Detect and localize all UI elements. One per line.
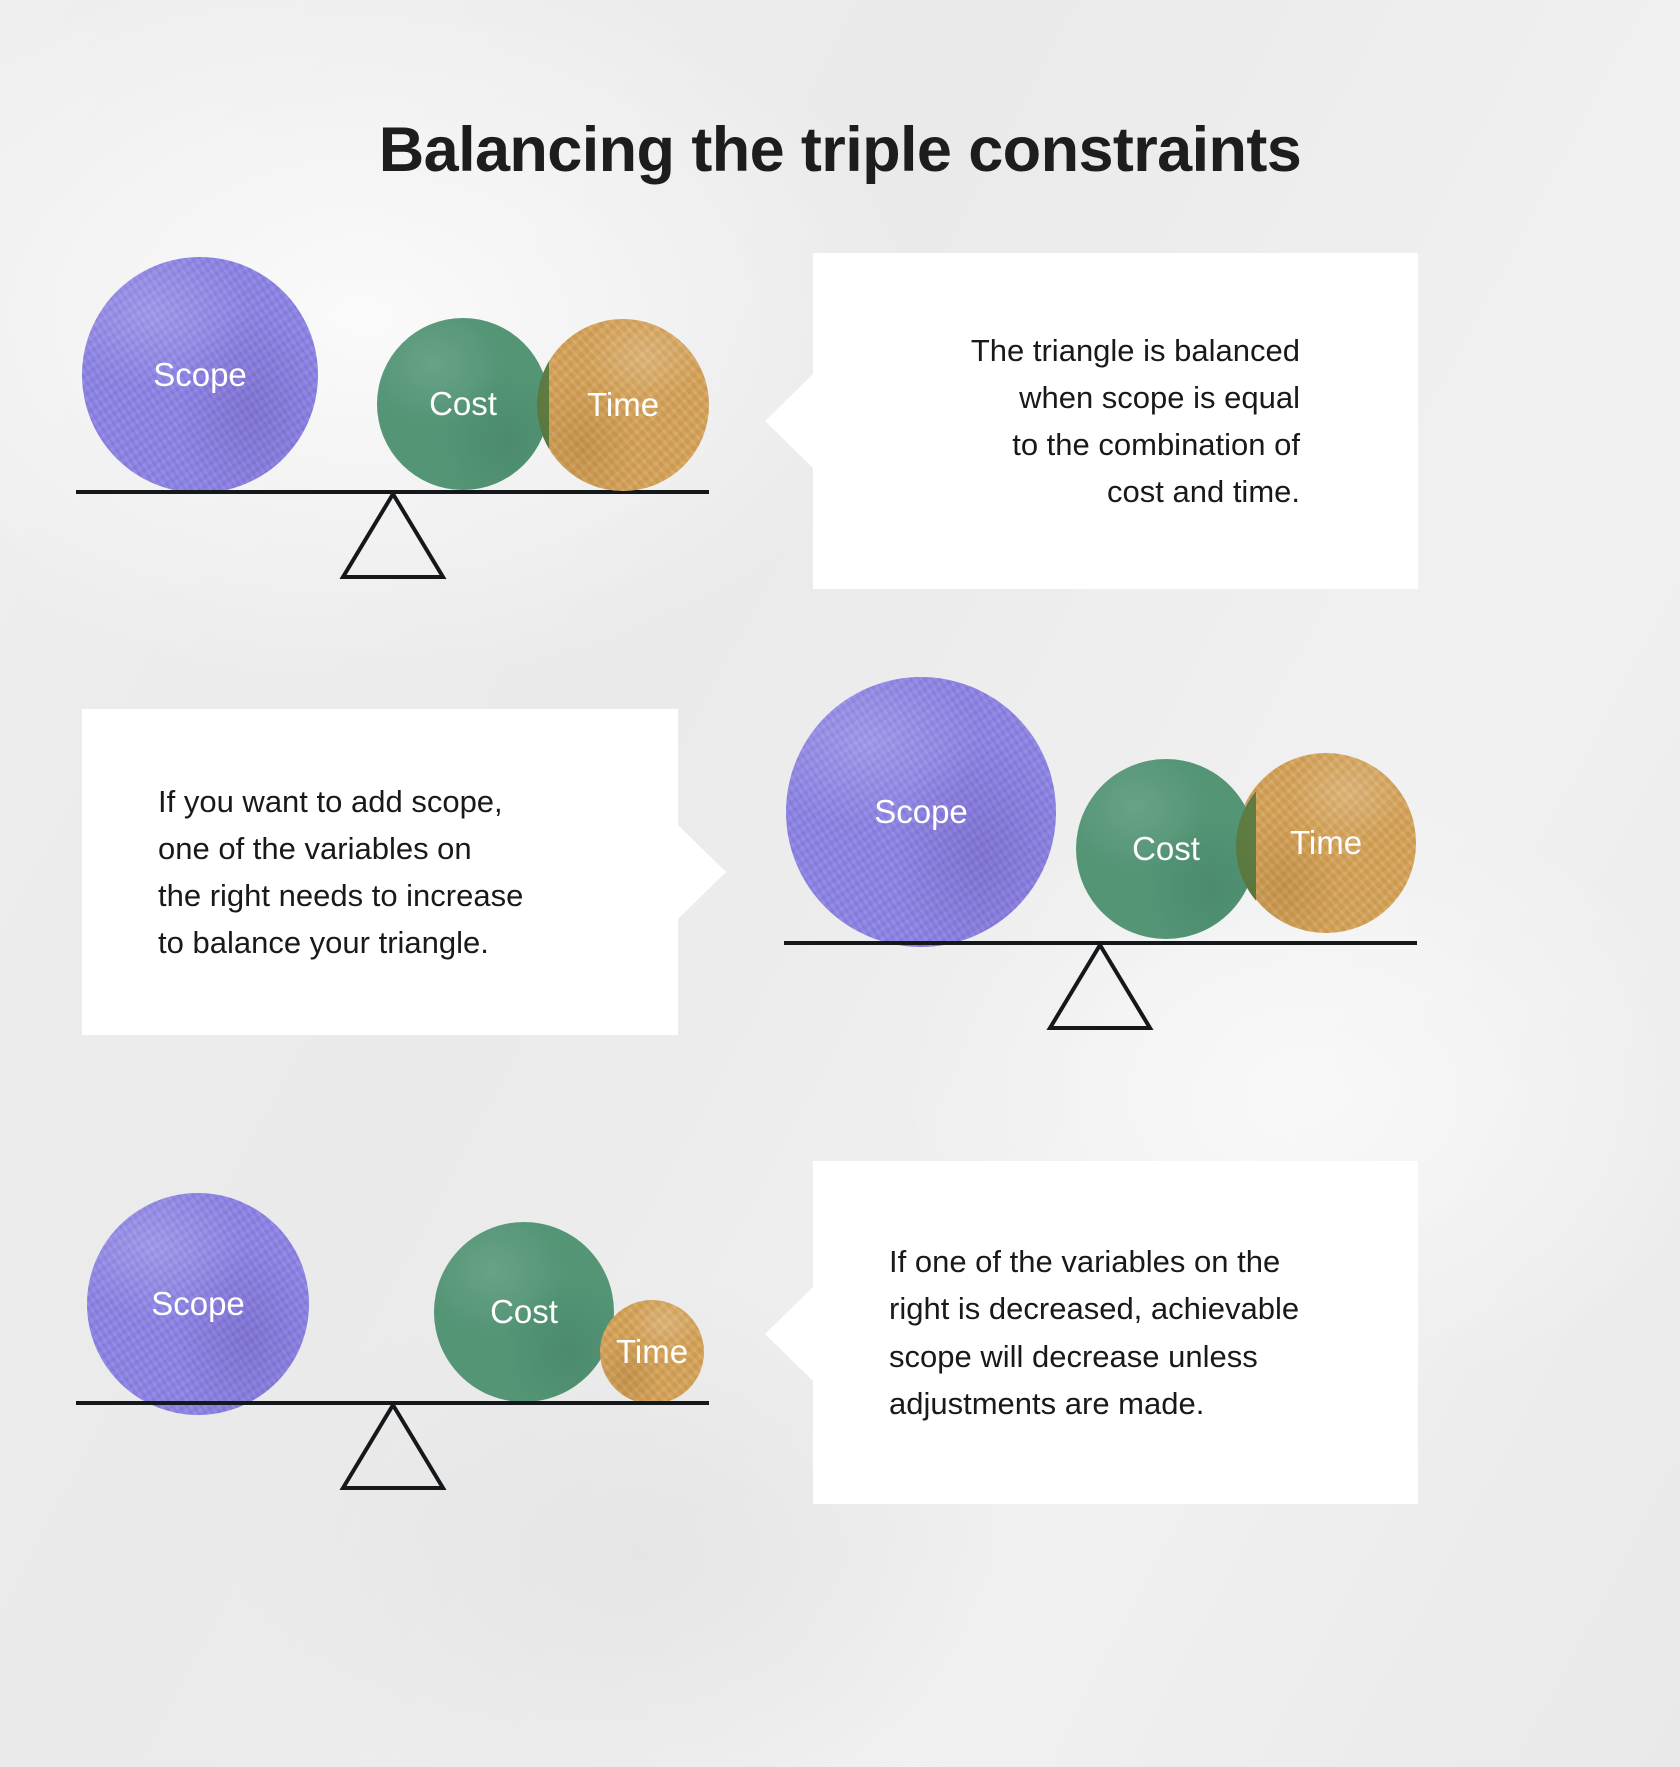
callout-add-scope-text: If you want to add scope, one of the var… (158, 783, 524, 961)
time-label-1: Time (586, 386, 660, 423)
cost-bubble-3: Cost (434, 1222, 614, 1402)
cost-bubble-2: Cost (1076, 759, 1256, 939)
fulcrum-2 (1046, 942, 1154, 1032)
callout-balanced-text: The triangle is balanced when scope is e… (970, 332, 1300, 510)
scope-bubble-1: Scope (82, 257, 318, 493)
callout-add-scope: If you want to add scope, one of the var… (82, 709, 678, 1035)
scope-bubble-3: Scope (87, 1193, 309, 1415)
scope-bubble-2: Scope (786, 677, 1056, 947)
balance-scale-add-scope: Scope Time Cost If you want to add scope… (82, 677, 1417, 1035)
fulcrum-3 (339, 1402, 447, 1492)
scope-label-1: Scope (153, 356, 247, 393)
callout-balanced-pointer (765, 374, 813, 468)
callout-decrease-pointer (765, 1287, 813, 1381)
scope-label-2: Scope (874, 793, 968, 830)
cost-label-1: Cost (429, 385, 497, 422)
time-bubble-3: Time (600, 1300, 704, 1404)
callout-balanced: The triangle is balanced when scope is e… (813, 253, 1418, 589)
callout-decrease: If one of the variables on the right is … (813, 1161, 1418, 1504)
cost-label-3: Cost (490, 1293, 558, 1330)
cost-label-2: Cost (1132, 830, 1200, 867)
page-title: Balancing the triple constraints (378, 115, 1302, 186)
callout-add-scope-pointer (678, 825, 726, 919)
fulcrum-1 (339, 491, 447, 581)
cost-bubble-1: Cost (377, 318, 549, 490)
balance-scale-balanced: Scope Time Cost The triangle is balanced… (0, 0, 1680, 620)
scope-label-3: Scope (151, 1285, 245, 1322)
time-bubble-1: Time (537, 319, 709, 491)
time-label-3: Time (615, 1333, 689, 1370)
time-label-2: Time (1289, 824, 1363, 861)
callout-decrease-text: If one of the variables on the right is … (889, 1244, 1300, 1421)
time-bubble-2: Time (1236, 753, 1416, 933)
